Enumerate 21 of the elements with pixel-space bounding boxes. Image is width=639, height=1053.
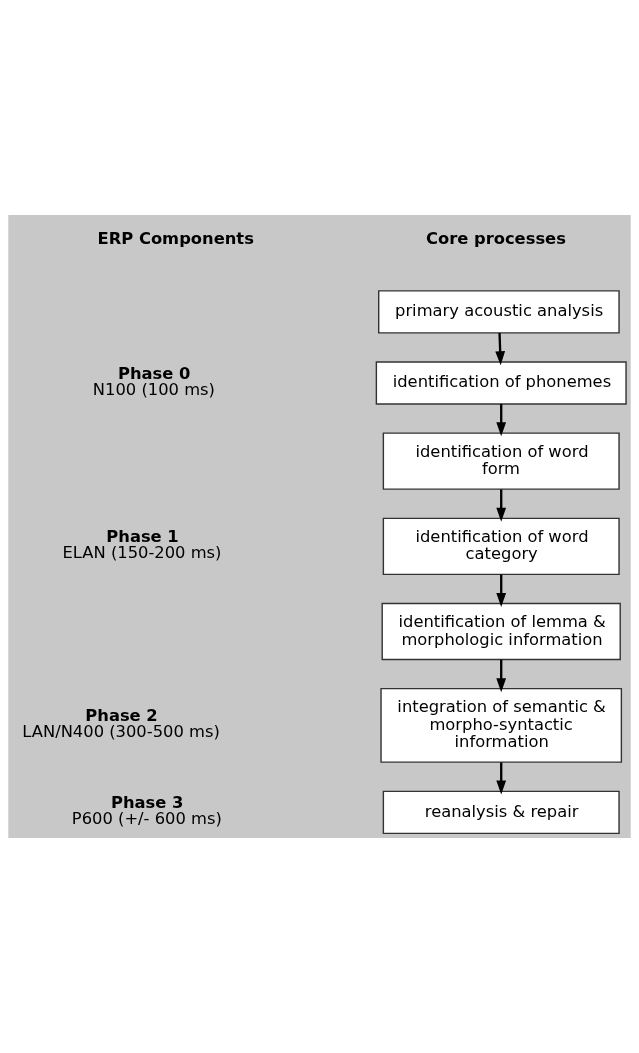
node-label: P600 (+/- 600 ms) — [71, 809, 222, 829]
label: Core processes — [425, 228, 566, 248]
node-box: identification of word category — [382, 517, 620, 576]
node-box: identification of word form — [382, 432, 620, 490]
arrow — [496, 404, 507, 437]
node-label: Phase 1 — [106, 526, 179, 546]
label: ERP Components — [97, 228, 254, 248]
arrow — [496, 574, 507, 607]
arrow — [495, 332, 506, 366]
node-label: Phase 3 — [110, 792, 184, 812]
node-label: LAN/N400 (300-500 ms) — [22, 722, 220, 742]
node-label: ELAN (150-200 ms) — [62, 543, 222, 563]
node-box: reanalysis & repair — [382, 790, 620, 835]
node-box: primary acoustic analysis — [378, 290, 620, 334]
arrow — [496, 489, 507, 522]
node-label: Phase 2 — [85, 705, 158, 725]
arrow — [496, 659, 507, 693]
node-box: identification of lemma & morphologic information — [381, 602, 621, 661]
arrow — [496, 762, 507, 795]
node-box: identification of phonemes — [375, 361, 627, 405]
node-box: integration of semantic & morpho-syntactic information — [380, 687, 623, 763]
